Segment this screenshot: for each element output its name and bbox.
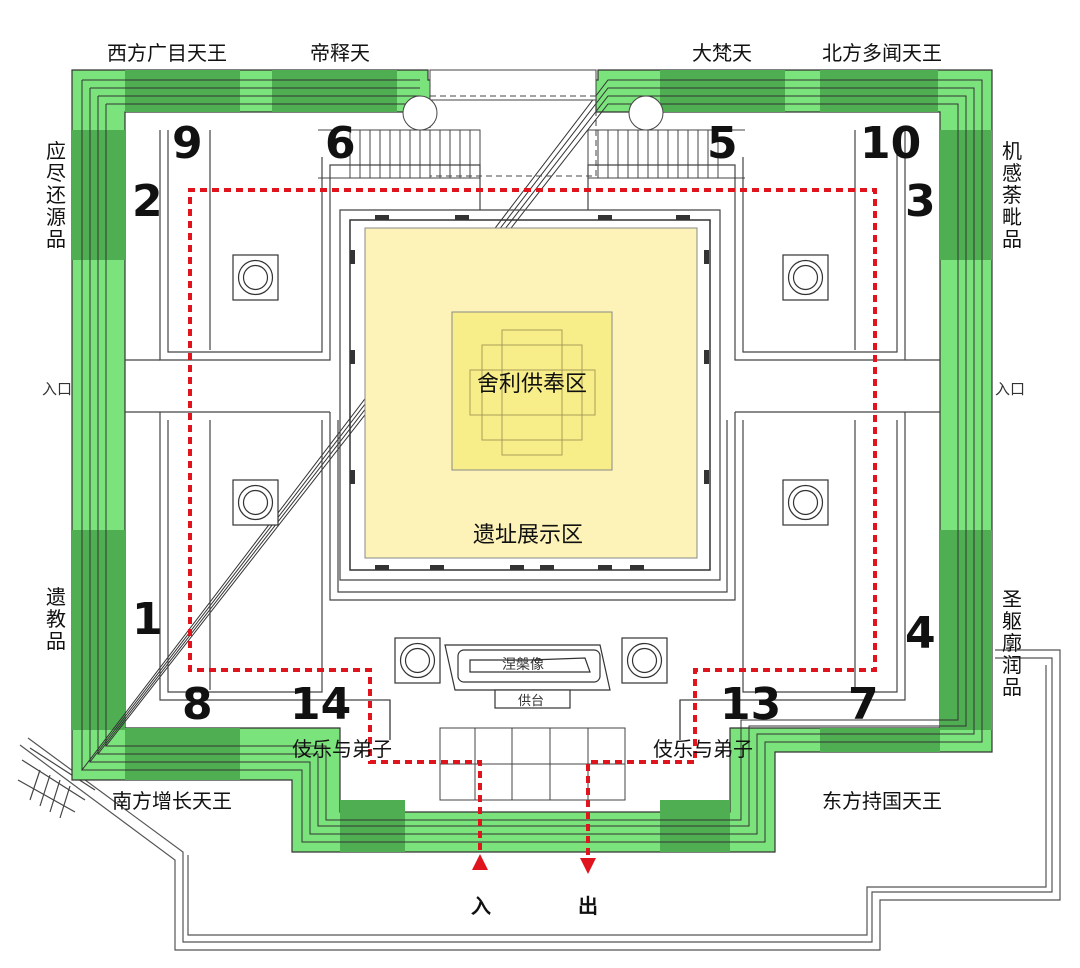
station-9: 9 <box>172 118 203 169</box>
south-steps <box>439 727 626 801</box>
west-stair <box>17 747 96 819</box>
station-13: 13 <box>720 679 782 730</box>
enter-arrow <box>472 854 488 870</box>
site-piers <box>350 215 709 570</box>
outer-terrace <box>19 649 1061 951</box>
column-bases <box>232 254 829 684</box>
label-site-zone: 遗址展示区 <box>473 523 584 548</box>
label-altar: 供台 <box>518 694 545 709</box>
route-arrows <box>472 854 596 874</box>
label-east-entrance: 入口 <box>995 380 1026 398</box>
station-10: 10 <box>860 118 922 169</box>
label-left-upper-chapter: 应尽还源品 <box>46 139 66 251</box>
station-1: 1 <box>132 594 163 645</box>
station-6: 6 <box>325 118 356 169</box>
nirvana-platform <box>444 644 611 709</box>
label-west-heavenly-king: 西方广目天王 <box>107 41 227 65</box>
label-north-heavenly-king: 北方多闻天王 <box>822 41 942 65</box>
label-enter: 入 <box>471 894 491 918</box>
label-musicians-right: 伎乐与弟子 <box>653 737 753 761</box>
relic-zone <box>451 311 613 471</box>
label-exit: 出 <box>578 894 598 918</box>
visit-route <box>188 188 877 860</box>
station-8: 8 <box>182 679 213 730</box>
station-4: 4 <box>905 608 936 659</box>
label-west-entrance: 入口 <box>42 380 73 398</box>
gallery-walls <box>125 130 940 740</box>
label-musicians-left: 伎乐与弟子 <box>292 737 392 761</box>
north-gate <box>402 69 664 177</box>
label-indra: 帝释天 <box>310 41 370 65</box>
label-east-heavenly-king: 东方持国天王 <box>822 789 942 813</box>
label-right-lower-chapter: 圣躯廓润品 <box>1002 587 1022 699</box>
station-14: 14 <box>290 679 352 730</box>
label-nirvana-statue: 涅槃像 <box>502 657 544 673</box>
stairs-5 <box>587 129 745 179</box>
stairs-6 <box>318 129 481 179</box>
station-7: 7 <box>848 679 879 730</box>
label-brahma: 大梵天 <box>692 41 752 65</box>
label-relic-zone: 舍利供奉区 <box>477 372 588 397</box>
label-right-upper-chapter: 机感荼毗品 <box>1002 139 1022 251</box>
label-south-heavenly-king: 南方增长天王 <box>112 789 232 813</box>
station-3: 3 <box>905 176 936 227</box>
label-left-lower-chapter: 遗教品 <box>46 585 66 653</box>
station-2: 2 <box>132 176 163 227</box>
station-5: 5 <box>707 118 738 169</box>
exit-arrow <box>580 858 596 874</box>
